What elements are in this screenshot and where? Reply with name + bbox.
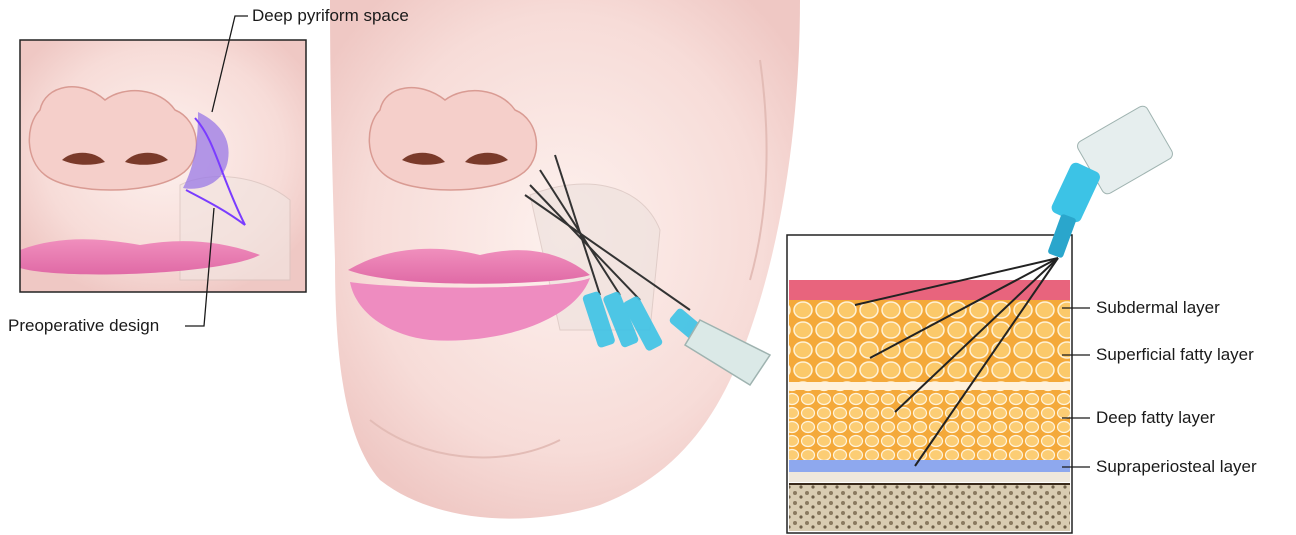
layer-syringe bbox=[1047, 104, 1174, 258]
deep-fatty-layer-label: Deep fatty layer bbox=[1096, 408, 1215, 428]
nose-inset bbox=[20, 40, 306, 292]
superficial-fatty-layer-band bbox=[789, 300, 1070, 382]
bone-band bbox=[789, 485, 1070, 531]
supraperiosteal-layer-label: Supraperiosteal layer bbox=[1096, 457, 1257, 477]
deep-pyriform-space-label: Deep pyriform space bbox=[252, 6, 409, 26]
deep-fatty-layer-band bbox=[789, 390, 1070, 460]
tissue-layers-inset bbox=[787, 235, 1072, 533]
supraperiosteal-layer-band bbox=[789, 460, 1070, 472]
fascia-band bbox=[789, 382, 1070, 390]
superficial-fatty-layer-label: Superficial fatty layer bbox=[1096, 345, 1254, 365]
periosteum-band bbox=[789, 472, 1070, 482]
subdermal-layer-band bbox=[789, 280, 1070, 300]
subdermal-layer-label: Subdermal layer bbox=[1096, 298, 1220, 318]
preoperative-design-label: Preoperative design bbox=[8, 316, 159, 336]
face-illustration bbox=[330, 0, 800, 519]
